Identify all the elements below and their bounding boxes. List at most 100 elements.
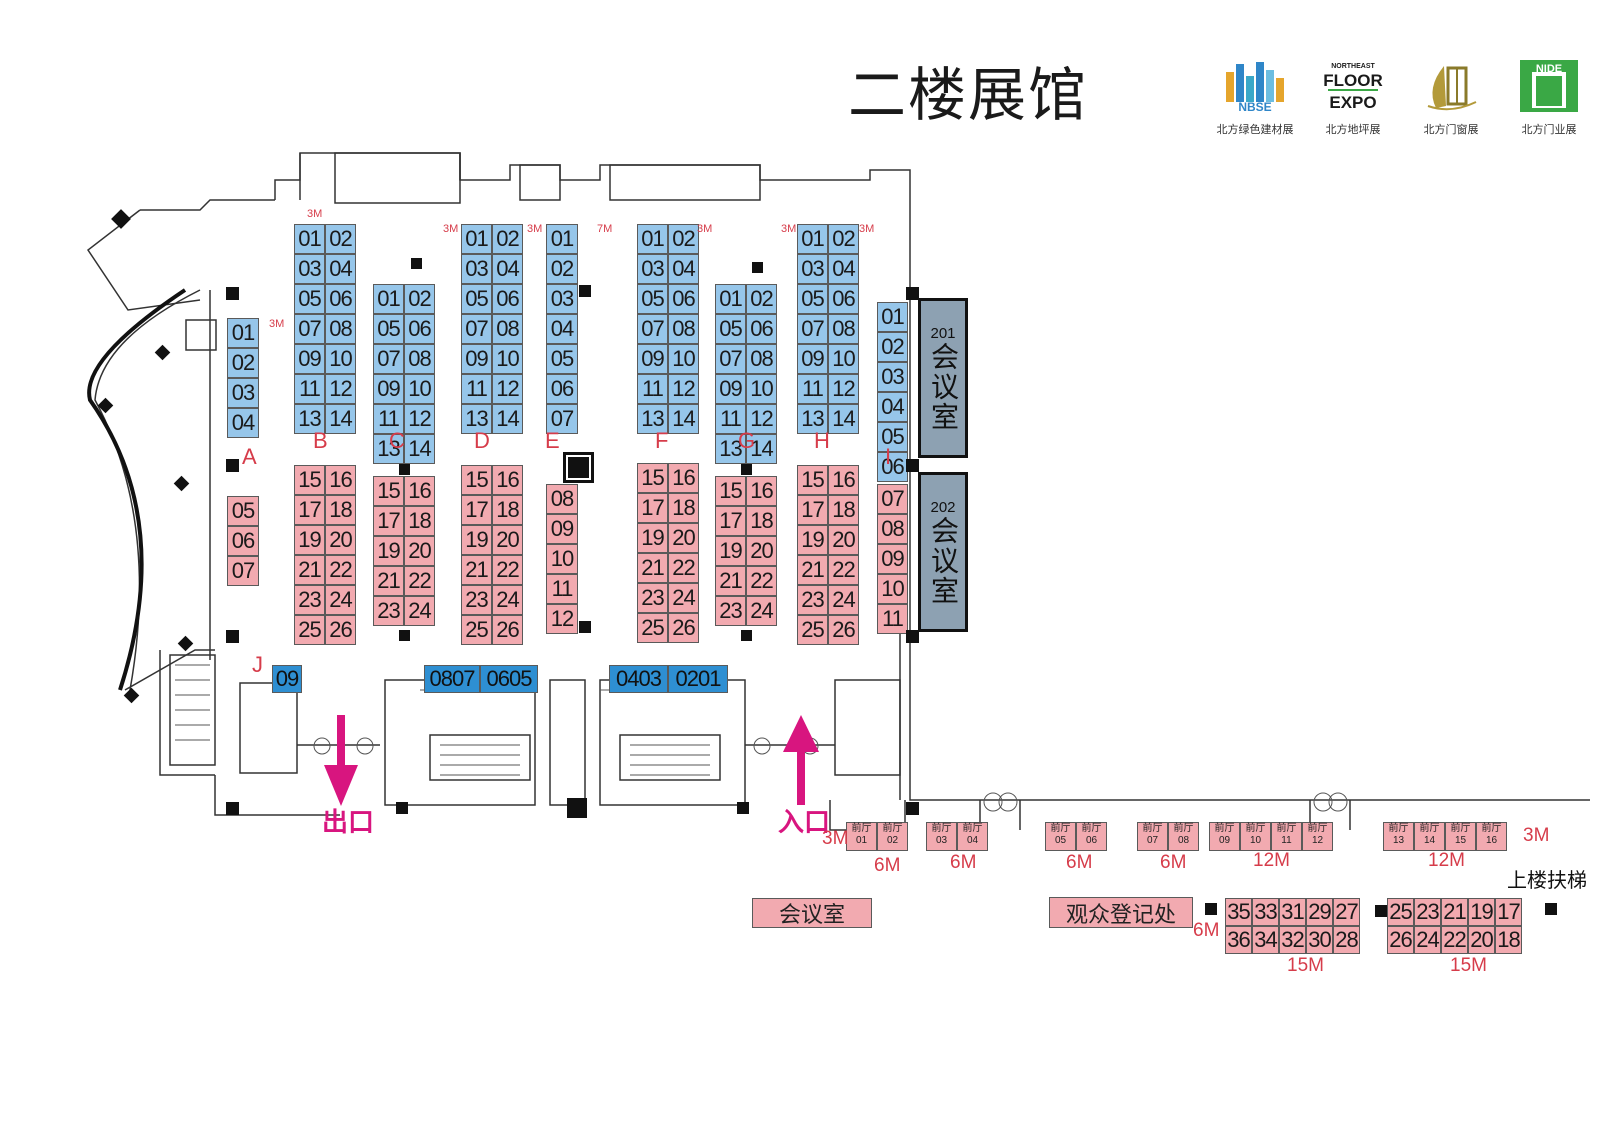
lobby-booth-30[interactable]: 30 xyxy=(1306,926,1333,954)
booth-g-24[interactable]: 24 xyxy=(746,596,777,626)
booth-h-19[interactable]: 19 xyxy=(797,525,828,555)
booth-a-01[interactable]: 01 xyxy=(227,318,259,348)
booth-h-09[interactable]: 09 xyxy=(797,344,828,374)
booth-h-02[interactable]: 02 xyxy=(828,224,859,254)
lobby-booth-27[interactable]: 27 xyxy=(1333,898,1360,926)
booth-e-01[interactable]: 01 xyxy=(546,224,578,254)
booth-i-10[interactable]: 10 xyxy=(877,574,908,604)
booth-g-14[interactable]: 14 xyxy=(746,434,777,464)
booth-c-14[interactable]: 14 xyxy=(404,434,435,464)
booth-f-20[interactable]: 20 xyxy=(668,523,699,553)
booth-d-26[interactable]: 26 xyxy=(492,615,523,645)
booth-i-11[interactable]: 11 xyxy=(877,604,908,634)
booth-d-14[interactable]: 14 xyxy=(492,404,523,434)
booth-f-10[interactable]: 10 xyxy=(668,344,699,374)
booth-e-08[interactable]: 08 xyxy=(546,484,578,514)
booth-c-06[interactable]: 06 xyxy=(404,314,435,344)
booth-i-02[interactable]: 02 xyxy=(877,332,908,362)
booth-h-18[interactable]: 18 xyxy=(828,495,859,525)
booth-h-15[interactable]: 15 xyxy=(797,465,828,495)
booth-f-26[interactable]: 26 xyxy=(668,613,699,643)
meeting-room[interactable]: 会议室 xyxy=(752,898,872,928)
booth-i-09[interactable]: 09 xyxy=(877,544,908,574)
booth-f-01[interactable]: 01 xyxy=(637,224,668,254)
booth-c-17[interactable]: 17 xyxy=(373,506,404,536)
booth-f-19[interactable]: 19 xyxy=(637,523,668,553)
booth-0403[interactable]: 0403 xyxy=(609,665,668,693)
booth-h-21[interactable]: 21 xyxy=(797,555,828,585)
booth-b-21[interactable]: 21 xyxy=(294,555,325,585)
booth-e-10[interactable]: 10 xyxy=(546,544,578,574)
booth-f-02[interactable]: 02 xyxy=(668,224,699,254)
booth-f-07[interactable]: 07 xyxy=(637,314,668,344)
booth-0201[interactable]: 0201 xyxy=(668,665,728,693)
booth-c-19[interactable]: 19 xyxy=(373,536,404,566)
booth-f-09[interactable]: 09 xyxy=(637,344,668,374)
booth-b-13[interactable]: 13 xyxy=(294,404,325,434)
booth-h-24[interactable]: 24 xyxy=(828,585,859,615)
booth-g-17[interactable]: 17 xyxy=(715,506,746,536)
booth-f-12[interactable]: 12 xyxy=(668,374,699,404)
booth-c-09[interactable]: 09 xyxy=(373,374,404,404)
booth-d-08[interactable]: 08 xyxy=(492,314,523,344)
booth-h-08[interactable]: 08 xyxy=(828,314,859,344)
booth-h-05[interactable]: 05 xyxy=(797,284,828,314)
booth-h-01[interactable]: 01 xyxy=(797,224,828,254)
booth-e-03[interactable]: 03 xyxy=(546,284,578,314)
booth-g-06[interactable]: 06 xyxy=(746,314,777,344)
booth-b-12[interactable]: 12 xyxy=(325,374,356,404)
lobby-booth-17[interactable]: 17 xyxy=(1495,898,1522,926)
booth-h-22[interactable]: 22 xyxy=(828,555,859,585)
booth-e-02[interactable]: 02 xyxy=(546,254,578,284)
lobby-booth-35[interactable]: 35 xyxy=(1225,898,1252,926)
booth-d-11[interactable]: 11 xyxy=(461,374,492,404)
booth-f-24[interactable]: 24 xyxy=(668,583,699,613)
booth-f-17[interactable]: 17 xyxy=(637,493,668,523)
booth-d-03[interactable]: 03 xyxy=(461,254,492,284)
lobby-booth-32[interactable]: 32 xyxy=(1279,926,1306,954)
booth-c-12[interactable]: 12 xyxy=(404,404,435,434)
booth-i-05[interactable]: 05 xyxy=(877,422,908,452)
conference-room-201[interactable]: 201 会议室 xyxy=(918,298,968,458)
booth-d-18[interactable]: 18 xyxy=(492,495,523,525)
booth-b-19[interactable]: 19 xyxy=(294,525,325,555)
booth-b-20[interactable]: 20 xyxy=(325,525,356,555)
booth-c-15[interactable]: 15 xyxy=(373,476,404,506)
booth-g-20[interactable]: 20 xyxy=(746,536,777,566)
lobby-booth-24[interactable]: 24 xyxy=(1414,926,1441,954)
booth-g-07[interactable]: 07 xyxy=(715,344,746,374)
booth-f-05[interactable]: 05 xyxy=(637,284,668,314)
booth-b-14[interactable]: 14 xyxy=(325,404,356,434)
booth-c-11[interactable]: 11 xyxy=(373,404,404,434)
booth-g-08[interactable]: 08 xyxy=(746,344,777,374)
booth-g-11[interactable]: 11 xyxy=(715,404,746,434)
booth-g-16[interactable]: 16 xyxy=(746,476,777,506)
booth-c-10[interactable]: 10 xyxy=(404,374,435,404)
booth-e-09[interactable]: 09 xyxy=(546,514,578,544)
booth-b-09[interactable]: 09 xyxy=(294,344,325,374)
booth-c-22[interactable]: 22 xyxy=(404,566,435,596)
booth-i-07[interactable]: 07 xyxy=(877,484,908,514)
booth-b-15[interactable]: 15 xyxy=(294,465,325,495)
booth-e-07[interactable]: 07 xyxy=(546,404,578,434)
booth-c-16[interactable]: 16 xyxy=(404,476,435,506)
booth-h-23[interactable]: 23 xyxy=(797,585,828,615)
booth-h-07[interactable]: 07 xyxy=(797,314,828,344)
booth-h-12[interactable]: 12 xyxy=(828,374,859,404)
booth-d-24[interactable]: 24 xyxy=(492,585,523,615)
booth-h-26[interactable]: 26 xyxy=(828,615,859,645)
booth-d-21[interactable]: 21 xyxy=(461,555,492,585)
booth-i-06[interactable]: 06 xyxy=(877,452,908,482)
booth-g-15[interactable]: 15 xyxy=(715,476,746,506)
booth-i-04[interactable]: 04 xyxy=(877,392,908,422)
booth-c-21[interactable]: 21 xyxy=(373,566,404,596)
lobby-booth-23[interactable]: 23 xyxy=(1414,898,1441,926)
